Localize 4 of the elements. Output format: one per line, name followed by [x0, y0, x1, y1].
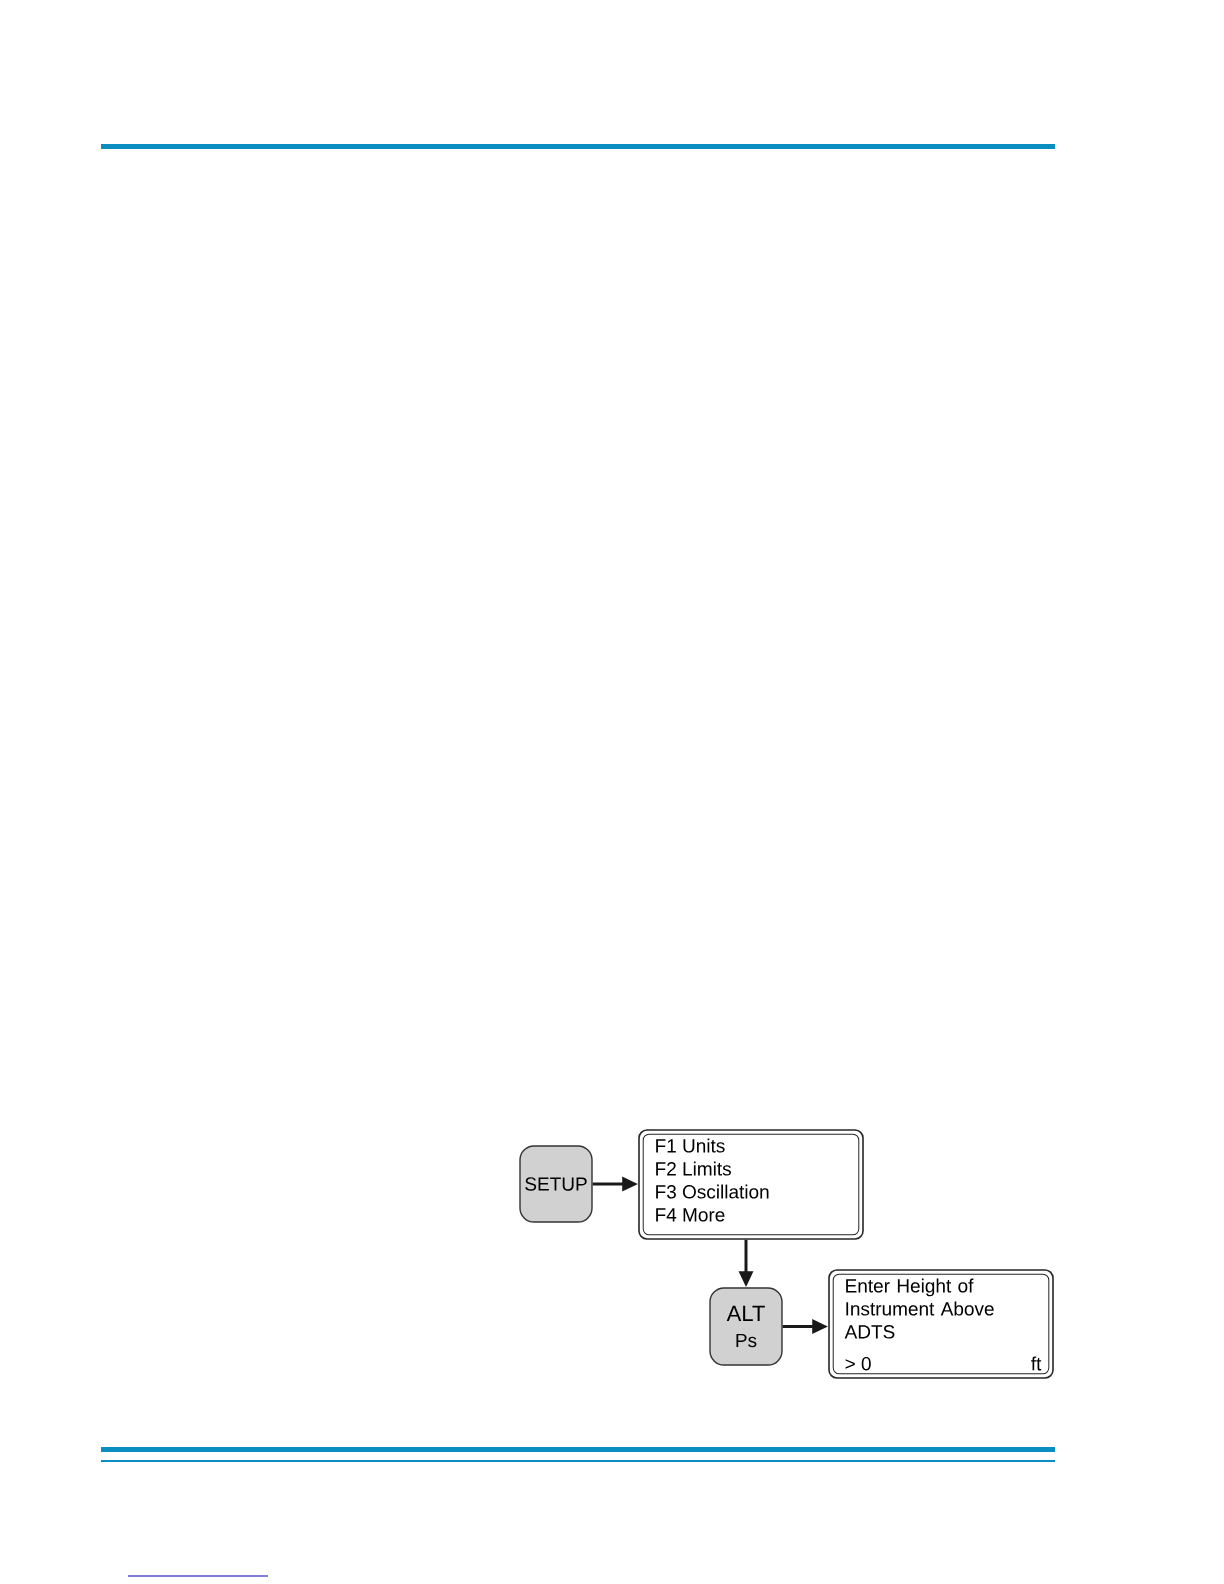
key-button: SETUP [519, 1145, 593, 1223]
key-button: ALT Ps [709, 1287, 783, 1366]
display-screen: F1 Units F2 Limits F3 Oscillation F4 More [638, 1129, 864, 1240]
display-screen: Enter Height of Instrument Above ADTS > 0 ft [828, 1269, 1054, 1379]
